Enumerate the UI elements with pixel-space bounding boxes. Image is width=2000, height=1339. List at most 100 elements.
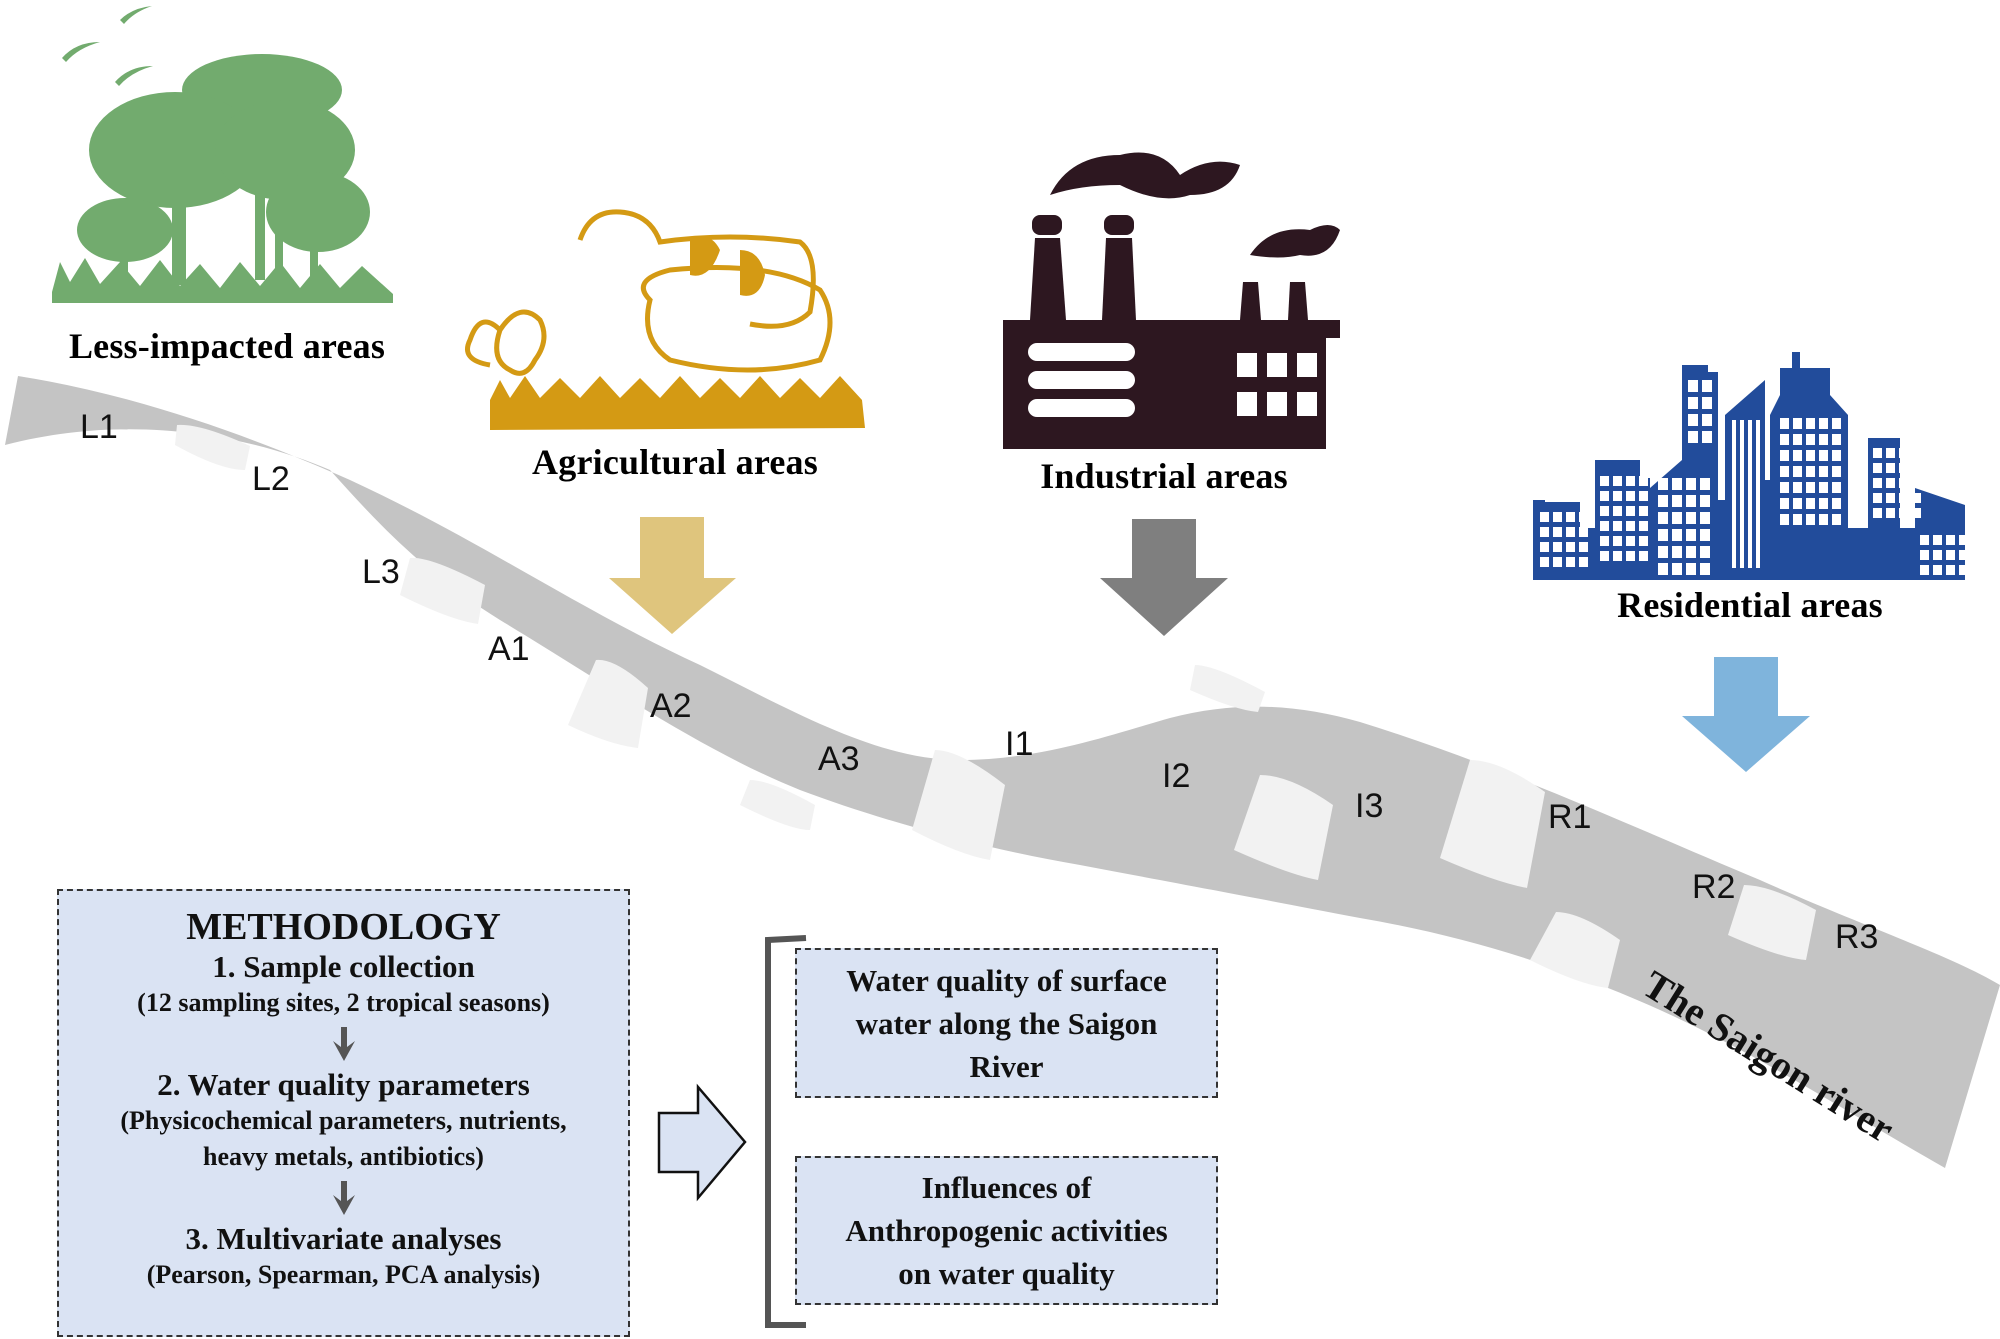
window [1806, 450, 1815, 461]
window [1793, 418, 1802, 429]
window [1832, 466, 1841, 477]
window [1873, 508, 1882, 518]
site-label-A3: A3 [818, 740, 860, 778]
window [1639, 506, 1648, 516]
window [1886, 508, 1895, 518]
window [1886, 493, 1895, 503]
window [1658, 563, 1668, 575]
site-pad [1234, 775, 1333, 880]
site-label-A2: A2 [650, 687, 692, 725]
outcomes-bracket [765, 935, 807, 1328]
window [1780, 498, 1789, 509]
window [1946, 565, 1955, 575]
window [1933, 550, 1942, 560]
site-label-L3: L3 [362, 553, 400, 591]
label-industrial-areas: Industrial areas [1040, 456, 1288, 496]
window [1780, 466, 1789, 477]
result-arrow-icon [657, 1083, 747, 1202]
window [1639, 551, 1648, 561]
window [1946, 535, 1955, 545]
window [1912, 493, 1921, 503]
window [1639, 521, 1648, 531]
window [1819, 498, 1828, 509]
window [1700, 563, 1710, 575]
window [1780, 482, 1789, 493]
window [1686, 546, 1696, 558]
step-3-label: 3. Multivariate analyses [185, 1221, 502, 1256]
window [1600, 551, 1609, 561]
window [1613, 506, 1622, 516]
window [1686, 563, 1696, 575]
step-2-label: 2. Water quality parameters [157, 1067, 530, 1102]
agricultural-runoff-arrow-icon [609, 517, 736, 634]
site-pad [1190, 665, 1265, 712]
window [1832, 418, 1841, 429]
site-label-L1: L1 [80, 408, 118, 446]
window [1886, 448, 1895, 458]
window [1639, 491, 1648, 501]
window [1639, 476, 1648, 486]
window [1686, 512, 1696, 524]
window [1626, 476, 1635, 486]
window [1806, 434, 1815, 445]
window [1793, 434, 1802, 445]
step-1-detail: (12 sampling sites, 2 tropical seasons) [137, 988, 550, 1017]
window [1700, 495, 1710, 507]
window [1686, 478, 1696, 490]
window [1700, 512, 1710, 524]
window [1886, 478, 1895, 488]
window [1553, 557, 1562, 567]
window [1933, 565, 1942, 575]
window [1672, 563, 1682, 575]
outcome-water-quality-box: Water quality of surface water along the… [795, 948, 1218, 1098]
site-label-I3: I3 [1355, 787, 1383, 825]
window [1793, 498, 1802, 509]
window [1780, 514, 1789, 525]
window [1920, 535, 1929, 545]
window [1540, 512, 1549, 522]
window [1819, 450, 1828, 461]
window [1899, 493, 1908, 503]
window [1793, 482, 1802, 493]
window [1702, 380, 1712, 392]
site-pad [740, 780, 815, 830]
window [1613, 536, 1622, 546]
outcome-1-line: water along the Saigon [855, 1005, 1158, 1041]
window [1899, 478, 1908, 488]
window [1702, 431, 1712, 443]
window [1686, 495, 1696, 507]
window [1613, 491, 1622, 501]
window [1933, 580, 1942, 590]
window [1658, 478, 1668, 490]
window [1832, 450, 1841, 461]
outcome-2-line: Influences of [921, 1170, 1092, 1205]
window [1780, 450, 1789, 461]
methodology-box: METHODOLOGY 1. Sample collection (12 sam… [57, 889, 630, 1337]
window [1686, 529, 1696, 541]
window [1579, 557, 1588, 567]
window [1740, 420, 1744, 568]
window [1912, 508, 1921, 518]
site-pad [1530, 912, 1620, 988]
window [1946, 580, 1955, 590]
window [1873, 493, 1882, 503]
window [1613, 521, 1622, 531]
window [1873, 463, 1882, 473]
window [1920, 580, 1929, 590]
window [1780, 434, 1789, 445]
window [1946, 550, 1955, 560]
window [1658, 546, 1668, 558]
step-3-detail: (Pearson, Spearman, PCA analysis) [146, 1260, 541, 1289]
site-label-I2: I2 [1162, 757, 1190, 795]
outcome-2-line: Anthropogenic activities [845, 1213, 1168, 1248]
window [1566, 512, 1575, 522]
methodology-title: METHODOLOGY [186, 906, 501, 948]
window [1600, 476, 1609, 486]
residential-discharge-arrow-icon [1682, 657, 1810, 772]
window [1600, 536, 1609, 546]
window [1626, 536, 1635, 546]
window [1832, 514, 1841, 525]
window [1702, 414, 1712, 426]
window [1959, 550, 1968, 560]
window [1832, 498, 1841, 509]
